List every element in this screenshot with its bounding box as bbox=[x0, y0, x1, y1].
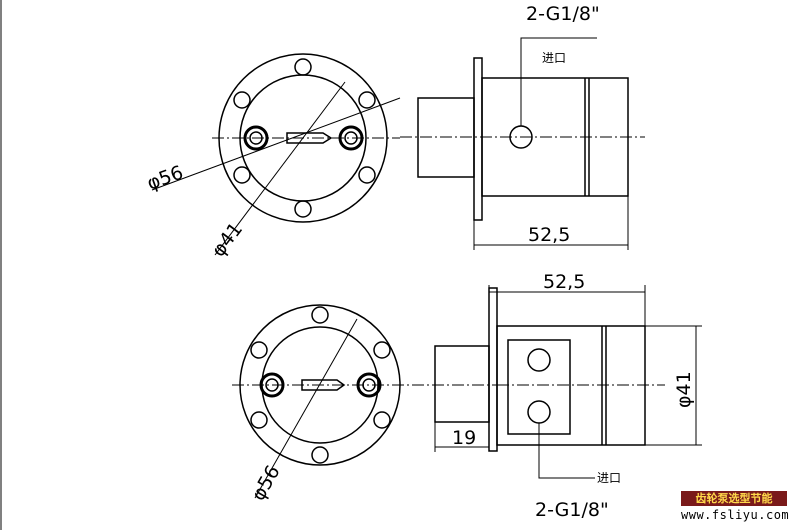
bottom-shaft-label: 19 bbox=[452, 427, 476, 449]
bottom-inlet-label: 进口 bbox=[597, 471, 621, 485]
top-side-view bbox=[400, 37, 645, 250]
top-bolt-hole bbox=[294, 58, 312, 76]
top-shaft-key bbox=[286, 132, 333, 144]
top-thread-leader bbox=[520, 37, 597, 126]
bottom-bolt-hole bbox=[250, 411, 268, 429]
bottom-inlet-port bbox=[527, 400, 551, 424]
watermark-title: 齿轮泵选型节能 bbox=[681, 491, 787, 506]
bottom-bolt-hole bbox=[373, 411, 391, 429]
top-inlet-label: 进口 bbox=[542, 51, 566, 65]
top-bolt-hole bbox=[358, 166, 376, 184]
top-bolt-hole bbox=[358, 91, 376, 109]
bottom-port-block bbox=[507, 339, 571, 435]
top-dim-phi41-leader bbox=[214, 81, 346, 256]
top-dim-phi56-leader bbox=[151, 97, 401, 191]
bottom-thread-label: 2-G1/8" bbox=[535, 499, 609, 521]
bottom-flange-view bbox=[232, 304, 505, 499]
bottom-shaft-body bbox=[434, 345, 490, 423]
top-thread-label: 2-G1/8" bbox=[526, 3, 600, 25]
bottom-bolt-hole bbox=[311, 306, 329, 324]
top-bolt-hole bbox=[233, 166, 251, 184]
watermark-logo: 齿轮泵选型节能 www.fsliyu.com bbox=[681, 491, 790, 523]
bottom-bolt-hole bbox=[250, 341, 268, 359]
bottom-side-view bbox=[434, 285, 702, 479]
bottom-bolt-hole bbox=[311, 446, 329, 464]
watermark-url: www.fsliyu.com bbox=[681, 508, 790, 522]
bottom-dim-phi56-leader bbox=[254, 318, 358, 499]
top-bolt-hole bbox=[294, 200, 312, 218]
top-dim-phi41-label: φ41 bbox=[207, 218, 247, 261]
bottom-thread-leader bbox=[538, 423, 595, 479]
bottom-bolt-hole bbox=[373, 341, 391, 359]
top-dim-phi56-label: φ56 bbox=[144, 161, 186, 194]
top-flange-view bbox=[151, 53, 401, 256]
top-bolt-hole bbox=[233, 91, 251, 109]
bottom-dim-phi56-label: φ56 bbox=[247, 462, 284, 505]
bottom-flange-plate bbox=[488, 287, 498, 452]
bottom-outlet-port bbox=[527, 348, 551, 372]
top-flange-plate bbox=[473, 57, 483, 221]
top-length-label: 52,5 bbox=[528, 224, 570, 246]
bottom-phi41-label: φ41 bbox=[673, 371, 695, 408]
bottom-length-label: 52,5 bbox=[543, 271, 585, 293]
bottom-shaft-key bbox=[301, 379, 346, 391]
